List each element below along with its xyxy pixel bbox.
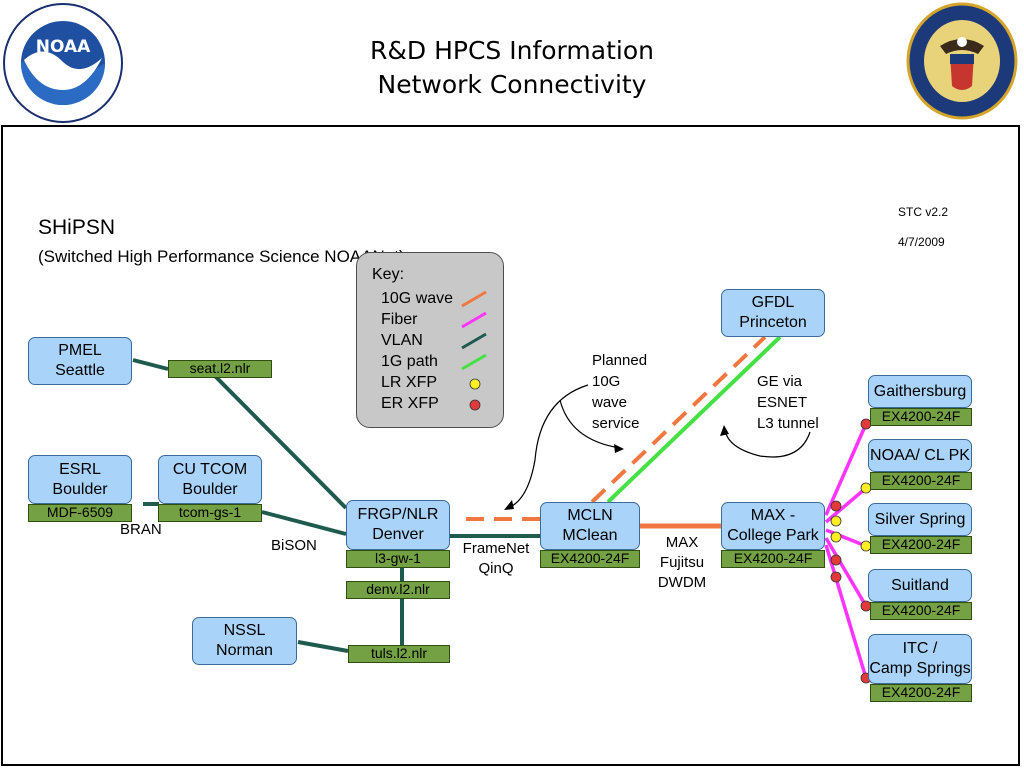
- legend-swatch-10g-wave: [460, 290, 487, 307]
- fiber-itc: [824, 544, 868, 679]
- tag-ss-ex: EX4200-24F: [870, 536, 972, 554]
- fiber-clpk: [824, 486, 868, 524]
- lr-xfp-dot: [830, 515, 842, 527]
- node-noaa-clpk: NOAA/ CL PK: [868, 439, 972, 472]
- planned-arrow-left: [507, 384, 589, 509]
- node-mcln: MCLN MClean: [540, 502, 640, 550]
- version-label: STC v2.2 4/7/2009: [898, 190, 948, 265]
- legend-label-1g-path: 1G path: [381, 353, 438, 370]
- tag-clpk-ex: EX4200-24F: [870, 472, 972, 490]
- node-pmel: PMEL Seattle: [28, 337, 132, 385]
- legend-title: Key:: [372, 266, 405, 283]
- vlan-cutcom-frgp: [261, 510, 347, 536]
- noaa-logo-text: NOAA: [36, 37, 91, 57]
- tag-mcln-ex: EX4200-24F: [540, 550, 640, 568]
- node-suitland: Suitland: [868, 569, 972, 602]
- gig-path-mcln-gfdl: [606, 335, 782, 504]
- label-bison: BiSON: [271, 537, 317, 554]
- slide-title: R&D HPCS Information Network Connectivit…: [262, 34, 762, 102]
- tag-tcom-gs: tcom-gs-1: [158, 504, 262, 522]
- tag-suit-ex: EX4200-24F: [870, 602, 972, 620]
- node-gfdl: GFDL Princeton: [721, 289, 825, 337]
- version-date: 4/7/2009: [898, 235, 945, 249]
- diagram-heading: SHiPSN (Switched High Performance Scienc…: [38, 186, 405, 271]
- er-xfp-dot: [830, 554, 842, 566]
- tag-itc-ex: EX4200-24F: [870, 684, 972, 702]
- title-line-1: R&D HPCS Information: [370, 36, 654, 65]
- tag-seat: seat.l2.nlr: [168, 360, 272, 378]
- title-line-2: Network Connectivity: [377, 70, 647, 99]
- vlan-nssl-tuls: [297, 640, 349, 653]
- lr-xfp-dot: [830, 531, 842, 543]
- node-cutcom: CU TCOM Boulder: [158, 455, 262, 504]
- label-max-fujitsu: MAX Fujitsu DWDM: [657, 534, 707, 591]
- tag-denv: denv.l2.nlr: [346, 581, 450, 599]
- legend-swatch-fiber: [460, 311, 487, 328]
- node-gaithersburg: Gaithersburg: [868, 375, 972, 408]
- node-silver-spring: Silver Spring: [868, 503, 972, 536]
- legend-swatch-lr-xfp: [469, 378, 480, 389]
- er-xfp-dot: [830, 571, 842, 583]
- vlan-seat-frgp: [213, 374, 348, 510]
- noaa-logo: NOAA: [2, 2, 124, 124]
- legend-key: Key: 10G wave Fiber VLAN 1G path LR XFP …: [356, 252, 504, 428]
- fiber-suitland: [824, 537, 868, 607]
- node-nssl: NSSL Norman: [192, 617, 297, 665]
- legend-label-fiber: Fiber: [381, 311, 418, 328]
- legend-label-vlan: VLAN: [381, 332, 423, 349]
- legend-label-er-xfp: ER XFP: [381, 395, 439, 412]
- node-max: MAX - College Park: [721, 502, 825, 550]
- tag-gaith-ex: EX4200-24F: [870, 408, 972, 426]
- label-planned: Planned 10G wave service: [592, 352, 648, 432]
- commerce-seal: [906, 2, 1018, 120]
- tag-l3gw: l3-gw-1: [346, 550, 450, 568]
- label-ge-via: GE via ESNET L3 tunnel: [757, 373, 819, 432]
- legend-swatch-er-xfp: [469, 399, 480, 410]
- legend-label-lr-xfp: LR XFP: [381, 374, 438, 391]
- legend-swatches: [460, 290, 487, 410]
- diagram-heading-sub: (Switched High Performance Science NOAAN…: [38, 247, 405, 266]
- tag-mdf: MDF-6509: [28, 504, 132, 522]
- fiber-gaithersburg: [824, 423, 868, 516]
- er-xfp-dot: [830, 500, 842, 512]
- planned-arrow-right: [559, 399, 621, 449]
- node-frgp: FRGP/NLR Denver: [346, 500, 450, 550]
- fiber-silver-spring: [825, 528, 867, 548]
- version: STC v2.2: [898, 205, 949, 219]
- diagram-frame: [1, 125, 1020, 766]
- label-bran: BRAN: [120, 521, 162, 538]
- vlan-pmel-seat: [132, 358, 169, 371]
- diagram-heading-main: SHiPSN: [38, 216, 116, 239]
- legend-swatch-1g-path: [460, 353, 487, 370]
- node-itc: ITC / Camp Springs: [868, 634, 972, 684]
- ge-arrow: [724, 429, 811, 458]
- planned-wave-mcln-gfdl: [590, 335, 767, 504]
- tag-tuls: tuls.l2.nlr: [348, 645, 450, 663]
- node-esrl: ESRL Boulder: [28, 455, 132, 504]
- label-framenet: FrameNet QinQ: [462, 540, 530, 577]
- legend-label-10g-wave: 10G wave: [381, 290, 454, 307]
- tag-max-ex: EX4200-24F: [721, 550, 825, 568]
- legend-swatch-vlan: [460, 332, 487, 349]
